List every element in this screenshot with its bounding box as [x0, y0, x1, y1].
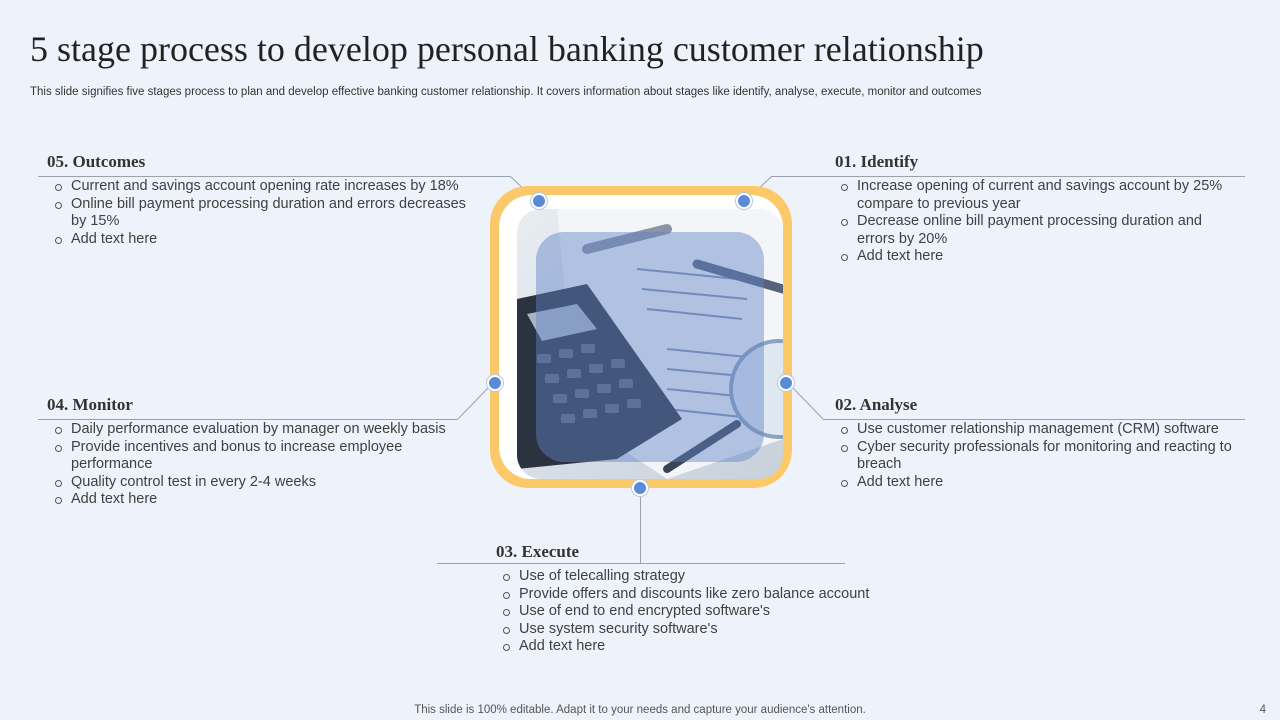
slide-subtitle: This slide signifies five stages process…	[30, 86, 982, 98]
list-analyse: Use customer relationship management (CR…	[832, 421, 1232, 491]
divider-analyse	[823, 419, 1245, 420]
divider-execute	[437, 563, 845, 564]
stage-dot-analyse	[778, 375, 794, 391]
center-image-inner	[499, 195, 783, 479]
center-image-overlay	[536, 232, 764, 462]
stage-dot-outcomes	[531, 193, 547, 209]
stage-dot-execute	[632, 480, 648, 496]
calculator-photo	[517, 209, 783, 479]
list-item: Use of end to end encrypted software's	[494, 603, 894, 621]
list-item: Online bill payment processing duration …	[46, 196, 476, 231]
slide-footer: This slide is 100% editable. Adapt it to…	[414, 704, 866, 716]
list-item: Increase opening of current and savings …	[832, 178, 1232, 213]
list-item: Use system security software's	[494, 621, 894, 639]
list-item: Use of telecalling strategy	[494, 568, 894, 586]
page-number: 4	[1259, 704, 1266, 716]
stage-heading-outcomes: 05. Outcomes	[47, 152, 146, 171]
center-image-frame	[490, 186, 792, 488]
list-item: Cyber security professionals for monitor…	[832, 439, 1232, 474]
stage-heading-analyse: 02. Analyse	[835, 395, 918, 414]
list-item: Use customer relationship management (CR…	[832, 421, 1232, 439]
divider-outcomes	[38, 176, 510, 177]
stage-heading-execute: 03. Execute	[496, 542, 580, 561]
list-item: Provide offers and discounts like zero b…	[494, 586, 894, 604]
list-item: Add text here	[832, 474, 1232, 492]
stage-dot-identify	[736, 193, 752, 209]
list-outcomes: Current and savings account opening rate…	[46, 178, 476, 248]
divider-monitor	[38, 419, 458, 420]
stage-heading-monitor: 04. Monitor	[47, 395, 133, 414]
stage-heading-identify: 01. Identify	[835, 152, 919, 171]
list-item: Quality control test in every 2-4 weeks	[46, 474, 461, 492]
list-item: Daily performance evaluation by manager …	[46, 421, 461, 439]
list-item: Decrease online bill payment processing …	[832, 213, 1232, 248]
list-item: Current and savings account opening rate…	[46, 178, 476, 196]
connector-execute	[640, 495, 641, 563]
list-identify: Increase opening of current and savings …	[832, 178, 1232, 266]
divider-identify	[772, 176, 1245, 177]
list-item: Provide incentives and bonus to increase…	[46, 439, 461, 474]
list-execute: Use of telecalling strategy Provide offe…	[494, 568, 894, 656]
list-item: Add text here	[832, 248, 1232, 266]
list-monitor: Daily performance evaluation by manager …	[46, 421, 461, 509]
list-item: Add text here	[46, 491, 461, 509]
list-item: Add text here	[494, 638, 894, 656]
stage-dot-monitor	[487, 375, 503, 391]
slide-title: 5 stage process to develop personal bank…	[30, 29, 984, 69]
list-item: Add text here	[46, 231, 476, 249]
